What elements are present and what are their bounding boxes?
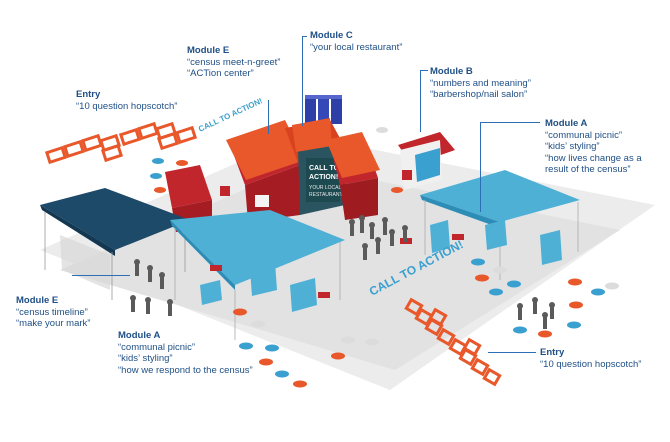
hopscotch-bottom bbox=[404, 297, 502, 387]
callout-module-e-left-line: “make your mark” bbox=[16, 318, 91, 329]
module-c-wing bbox=[326, 132, 380, 220]
callout-module-a-bottom-line: “kids’ styling” bbox=[118, 353, 173, 364]
callout-module-e-top-title: Module E bbox=[187, 45, 230, 56]
callout-module-a-right-line: “kids’ styling” bbox=[545, 141, 600, 152]
leader-module-b-tick bbox=[420, 70, 428, 71]
leader-module-b bbox=[420, 70, 421, 132]
callout-module-a-right-line: “how lives change as a bbox=[545, 152, 642, 164]
module-e-building bbox=[226, 120, 305, 222]
callout-module-a-bottom: Module A “communal picnic” “kids’ stylin… bbox=[118, 330, 253, 376]
hopscotch-top bbox=[44, 121, 198, 165]
porta-potties bbox=[305, 95, 342, 124]
callout-module-e-top-line: “ACTion center” bbox=[187, 68, 254, 79]
leader-module-c-tick bbox=[302, 36, 307, 37]
callout-module-c-title: Module C bbox=[310, 30, 353, 41]
restaurant-banner-line-1: CALL TO bbox=[309, 165, 340, 172]
callout-module-b-line: “numbers and meaning” bbox=[430, 77, 531, 89]
dark-canopy bbox=[40, 188, 190, 300]
callout-entry-top-line: “10 question hopscotch” bbox=[76, 100, 178, 112]
callout-module-a-bottom-title: Module A bbox=[118, 330, 161, 341]
restaurant-banner-line-4: RESTAURANT bbox=[309, 192, 343, 198]
callout-module-c: Module C “your local restaurant” bbox=[310, 30, 402, 53]
crowd bbox=[130, 215, 555, 329]
callout-entry-top-title: Entry bbox=[76, 89, 101, 100]
module-c-restaurant: CALL TO ACTION! YOUR LOCAL RESTAURANT bbox=[285, 118, 352, 215]
callout-module-b-title: Module B bbox=[430, 66, 473, 77]
leader-module-a-right-tick bbox=[480, 122, 540, 123]
module-b-barbershop bbox=[398, 132, 455, 190]
callout-module-a-right-line: result of the census” bbox=[545, 164, 631, 175]
callout-entry-bottom-line: “10 question hopscotch” bbox=[540, 358, 642, 370]
callout-entry-bottom-title: Entry bbox=[540, 347, 565, 358]
leader-module-a-right bbox=[480, 122, 481, 212]
callout-module-a-right-line: “communal picnic” bbox=[545, 129, 623, 141]
pavilion-module-a-bottom bbox=[170, 210, 345, 340]
callout-module-e-left-line: “census timeline” bbox=[16, 306, 88, 318]
leader-entry-bottom bbox=[488, 352, 536, 353]
call-to-action-top: CALL TO ACTION! bbox=[197, 96, 264, 134]
callout-module-b: Module B “numbers and meaning” “barbersh… bbox=[430, 66, 531, 101]
restaurant-banner-line-3: YOUR LOCAL bbox=[309, 185, 341, 191]
callout-entry-top: Entry “10 question hopscotch” bbox=[76, 89, 177, 112]
callout-module-e-top-line: “census meet-n-greet” bbox=[187, 56, 281, 68]
callout-module-e-left: Module E “census timeline” “make your ma… bbox=[16, 295, 90, 330]
callout-module-b-line: “barbershop/nail salon” bbox=[430, 89, 528, 100]
restaurant-banner-line-2: ACTION! bbox=[309, 174, 338, 181]
callout-module-a-bottom-line: “communal picnic” bbox=[118, 341, 196, 353]
leader-module-e-left bbox=[72, 275, 130, 276]
round-tables-bottom bbox=[233, 258, 619, 388]
pavilion-module-a-right bbox=[400, 170, 580, 280]
callout-module-c-line: “your local restaurant” bbox=[310, 41, 403, 53]
callout-module-a-right-title: Module A bbox=[545, 118, 588, 129]
callout-module-e-left-title: Module E bbox=[16, 295, 59, 306]
callout-module-a-bottom-line: “how we respond to the census” bbox=[118, 364, 253, 376]
callout-module-a-right: Module A “communal picnic” “kids’ stylin… bbox=[545, 118, 642, 176]
leader-module-e-top bbox=[268, 100, 269, 134]
callout-module-e-top: Module E “census meet-n-greet” “ACTion c… bbox=[187, 45, 280, 80]
callout-entry-bottom: Entry “10 question hopscotch” bbox=[540, 347, 641, 370]
leader-module-c bbox=[302, 36, 303, 126]
